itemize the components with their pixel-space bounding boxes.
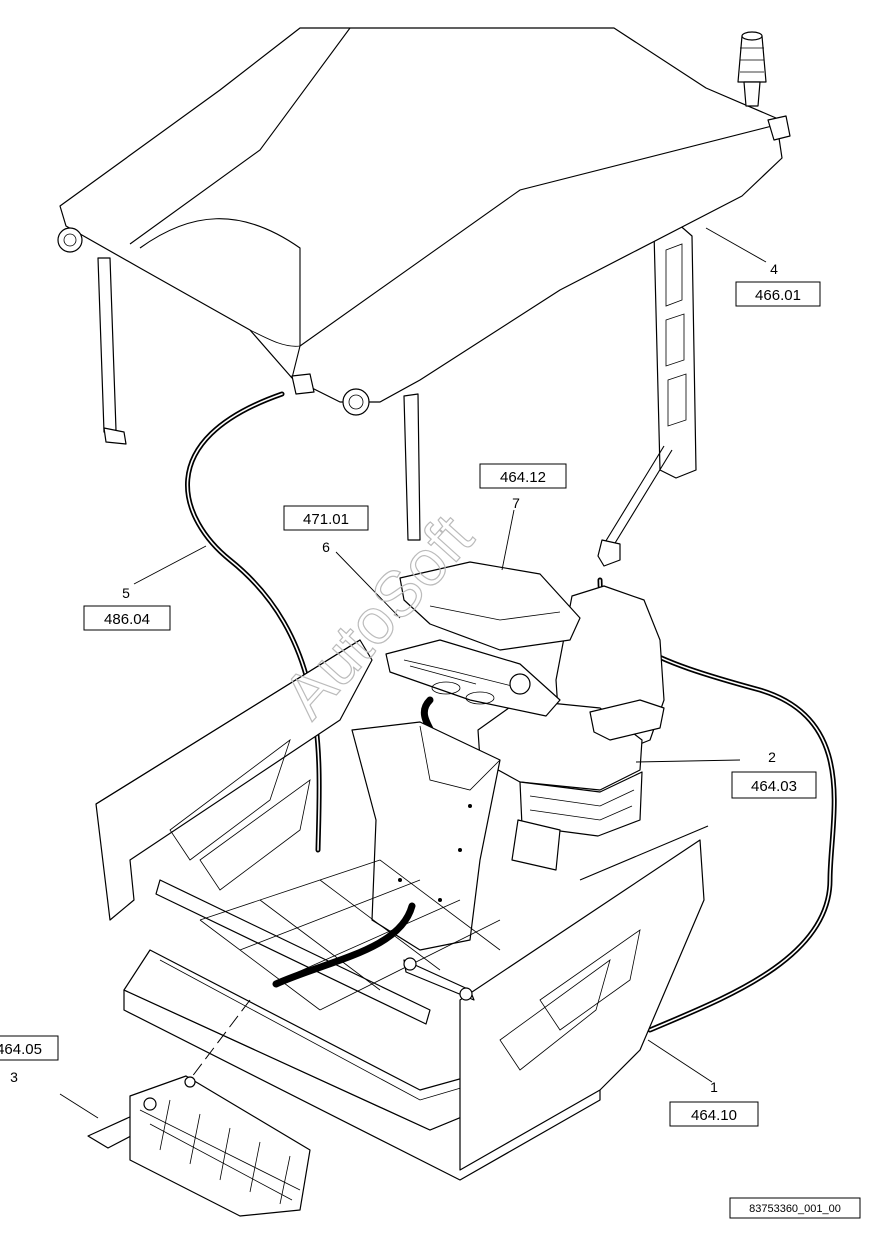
- callout-1-ref: 464.10: [691, 1107, 737, 1124]
- control-console: [351, 561, 581, 951]
- callout-6: 471.01 6: [283, 505, 369, 555]
- callout-3-box: [0, 1035, 59, 1061]
- callout-5-item: 5: [122, 585, 130, 601]
- canopy-roof: [57, 27, 791, 567]
- callout-3: 464.05 3: [0, 1035, 59, 1085]
- callout-1: 1 464.10: [669, 1079, 759, 1127]
- callout-1-item: 1: [710, 1079, 718, 1095]
- callout-2-item: 2: [768, 749, 776, 765]
- cab-frame: [95, 639, 709, 1181]
- callout-2-ref: 464.03: [751, 778, 797, 795]
- callout-7-box: [479, 463, 567, 489]
- callout-5: 5 486.04: [83, 585, 171, 631]
- callout-4-box: [735, 281, 821, 307]
- callout-4-ref: 466.01: [755, 287, 801, 304]
- callout-3-item: 3: [10, 1069, 18, 1085]
- callout-6-ref: 471.01: [303, 511, 349, 528]
- leader-lines: [59, 227, 767, 1119]
- callout-7-ref: 464.12: [500, 469, 546, 486]
- callout-2: 2 464.03: [731, 749, 817, 799]
- callout-1-box: [669, 1101, 759, 1127]
- callout-6-box: [283, 505, 369, 531]
- document-id-text: 83753360_001_00: [749, 1203, 841, 1215]
- cable-chain: [87, 1075, 311, 1217]
- callout-7: 464.12 7: [479, 463, 567, 511]
- document-id-box: [729, 1197, 861, 1219]
- callout-2-box: [731, 771, 817, 799]
- callout-5-ref: 486.04: [104, 611, 150, 628]
- callout-3-ref: 464.05: [0, 1041, 42, 1058]
- callout-7-item: 7: [512, 495, 520, 511]
- callout-6-item: 6: [322, 539, 330, 555]
- callout-4: 4 466.01: [735, 261, 821, 307]
- document-id: 83753360_001_00: [729, 1197, 861, 1219]
- callout-5-box: [83, 605, 171, 631]
- callout-4-item: 4: [770, 261, 778, 277]
